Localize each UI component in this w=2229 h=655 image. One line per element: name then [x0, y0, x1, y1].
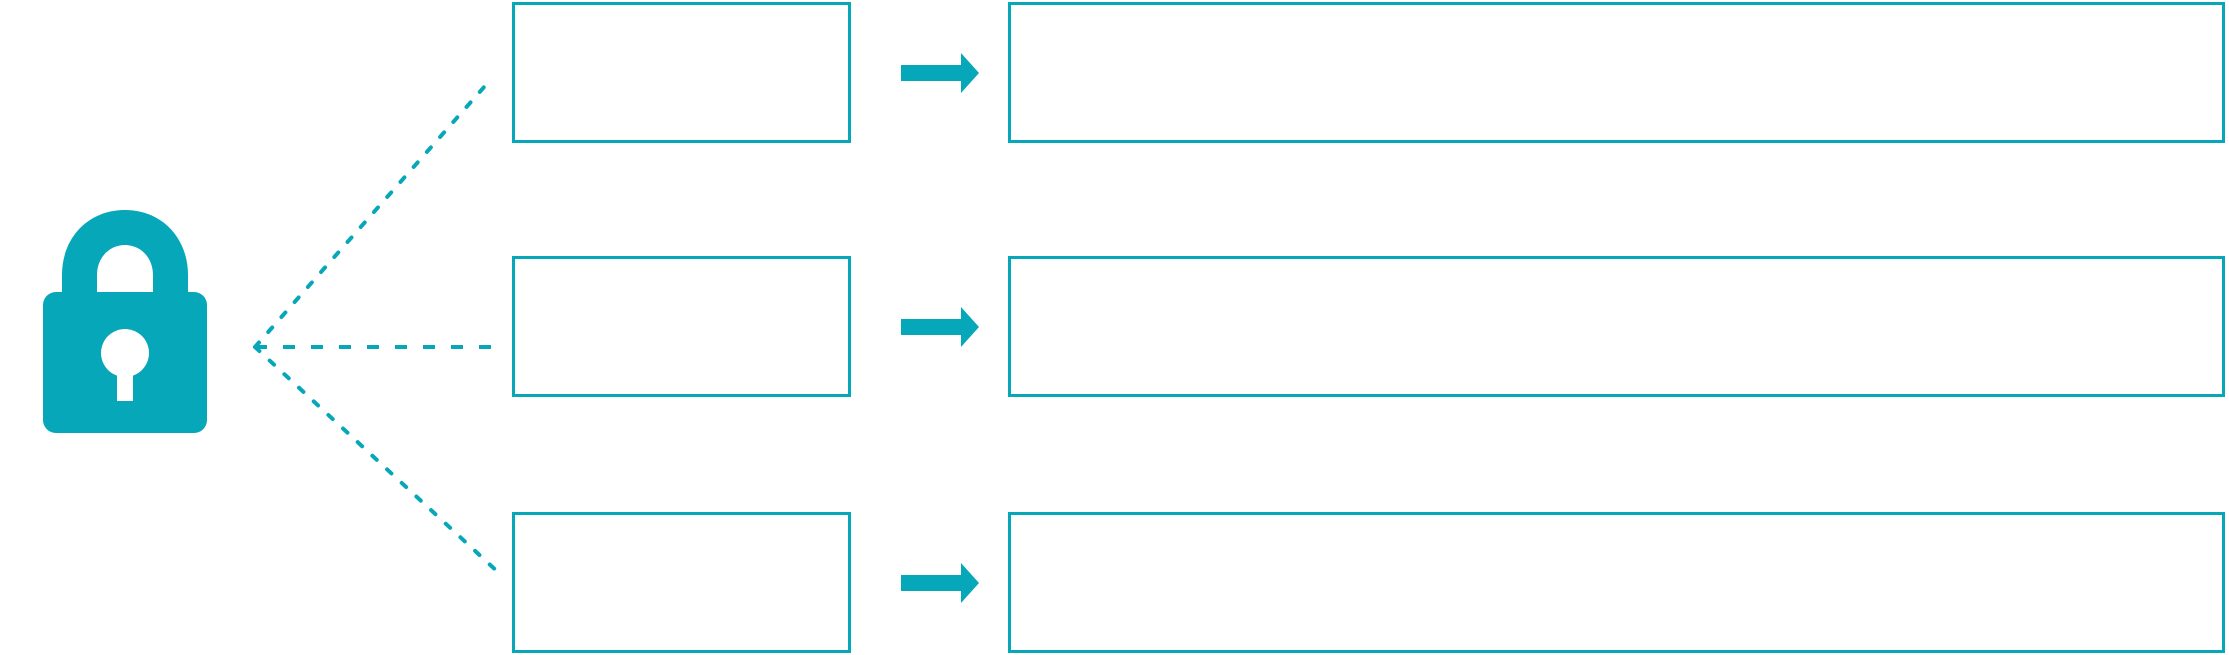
- connector-line-bottom: [253, 345, 502, 576]
- arrow-right-icon: [899, 52, 981, 94]
- stage-box-small-label: [515, 515, 848, 535]
- arrow-right-icon: [899, 562, 981, 604]
- stage-box-small[interactable]: [512, 2, 851, 143]
- stage-box-small-label: [515, 5, 848, 25]
- stage-box-small[interactable]: [512, 512, 851, 653]
- connector-line-top: [253, 76, 494, 349]
- lock-icon: [30, 205, 220, 437]
- stage-box-large[interactable]: [1008, 2, 2225, 143]
- stage-box-large[interactable]: [1008, 512, 2225, 653]
- stage-box-small-label: [515, 259, 848, 279]
- stage-box-large[interactable]: [1008, 256, 2225, 397]
- arrow-right-icon: [899, 306, 981, 348]
- stage-box-large-label: [1011, 515, 2222, 535]
- stage-box-large-label: [1011, 5, 2222, 25]
- stage-box-small[interactable]: [512, 256, 851, 397]
- stage-box-large-label: [1011, 259, 2222, 279]
